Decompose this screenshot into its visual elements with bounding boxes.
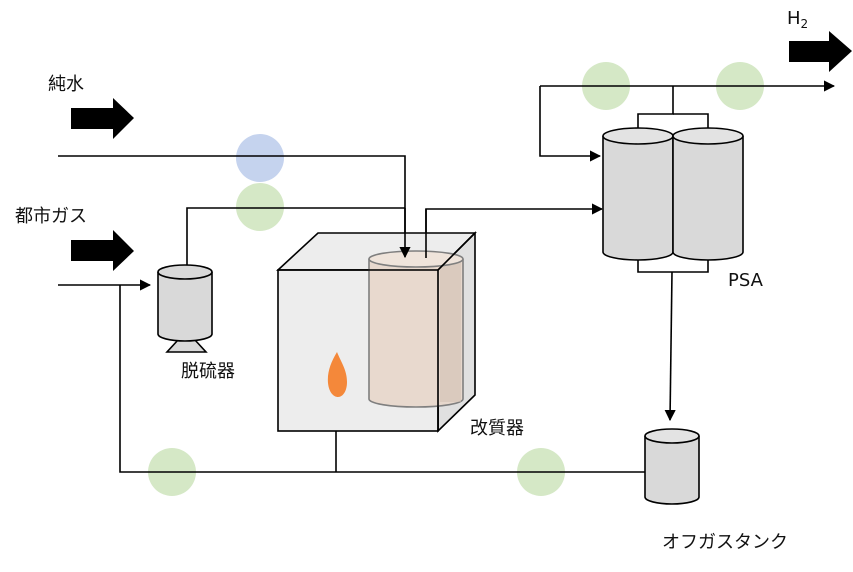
hydrogen-label-subscript: 2 — [800, 17, 809, 31]
psa-column-left — [602, 127, 674, 261]
pure-water-label: 純水 — [48, 74, 84, 95]
pure-water-flow-marker — [236, 134, 284, 182]
pure-water-inlet-arrow-icon — [71, 98, 134, 139]
desulfurized-gas-flow-marker — [236, 183, 284, 231]
hydrogen-return-line — [539, 86, 602, 162]
city-gas-label: 都市ガス — [15, 206, 87, 227]
offgas-return-line — [119, 285, 645, 473]
hydrogen-label: H2 — [787, 8, 809, 31]
hydrogen-outlet-arrow-icon — [789, 31, 852, 72]
psa-bottom-manifold — [637, 256, 709, 273]
burner-flame-icon — [327, 352, 347, 397]
desulfurized-gas-line — [186, 207, 405, 266]
reformer-label: 改質器 — [470, 418, 524, 439]
hydrogen-label-main: H — [787, 8, 801, 29]
psa-top-manifold-right — [673, 113, 709, 132]
psa-top-manifold — [637, 86, 674, 132]
city-gas-inlet-arrow-icon — [71, 230, 134, 271]
psa-label: PSA — [728, 270, 763, 291]
reformer-tube — [368, 250, 464, 408]
desulfurizer-vessel — [157, 264, 213, 353]
offgas-tank-vessel — [644, 428, 700, 505]
psa-to-offgas-line — [664, 271, 676, 422]
furnace-top-right-edge — [437, 232, 476, 271]
offgas-tank-label: オフガスタンク — [662, 532, 788, 553]
psa-column-right — [672, 127, 744, 261]
desulfurizer-label: 脱硫器 — [181, 361, 235, 382]
